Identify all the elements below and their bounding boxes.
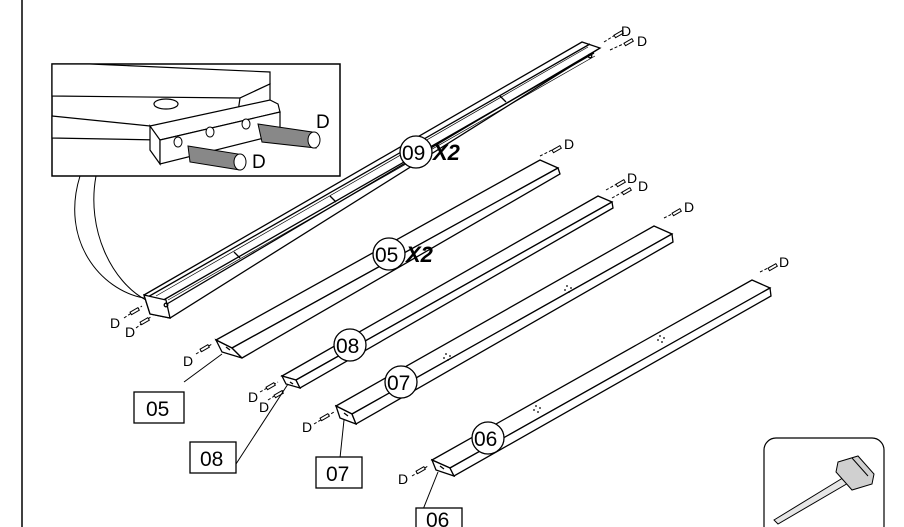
dowel-label: D <box>259 399 269 415</box>
detail-callout-curve <box>74 175 145 299</box>
dowel-label: D <box>627 170 637 186</box>
part-callout-08: 08 <box>333 328 367 362</box>
part-number: 06 <box>474 428 497 451</box>
dowel-label: D <box>302 419 312 435</box>
part-number: 07 <box>387 372 410 395</box>
rail-08 <box>280 195 614 390</box>
part-box-label: 07 <box>326 463 349 486</box>
part-callout-06: 06 <box>471 421 505 455</box>
quantity-label: X2 <box>431 140 461 165</box>
rail-06-holes <box>533 335 665 413</box>
part-box-05: 05 <box>133 391 185 424</box>
part-number: 08 <box>336 335 359 358</box>
detail-label: D <box>316 112 330 133</box>
detail-label: D <box>252 152 266 173</box>
part-box-08: 08 <box>189 441 237 474</box>
dowel-label: D <box>183 353 193 369</box>
part-number: 09 <box>402 142 425 165</box>
dowel-labels: D D D D D D D D D D D D D D <box>110 23 789 487</box>
detail-callout-curve <box>93 175 147 301</box>
part-number: 05 <box>375 244 398 267</box>
detail-dowel <box>257 123 321 149</box>
part-box-label: 05 <box>146 398 169 421</box>
hammer-icon <box>773 455 875 525</box>
dowel-label: D <box>125 324 135 340</box>
dowel-label: D <box>638 178 648 194</box>
dowel-label: D <box>621 23 631 39</box>
dowel-label: D <box>779 254 789 270</box>
part-callout-07: 07 <box>384 365 418 399</box>
dowel-label: D <box>110 315 120 331</box>
dowel-label: D <box>564 136 574 152</box>
part-callout-09: 09 X2 <box>399 135 461 169</box>
part-box-07: 07 <box>315 456 363 489</box>
dowel-label: D <box>398 471 408 487</box>
dowel-label: D <box>637 33 647 49</box>
rail-09 <box>143 41 602 319</box>
dowel-label: D <box>684 199 694 215</box>
dowel-label: D <box>248 389 258 405</box>
leader-lines <box>183 353 439 513</box>
dowel-pins <box>129 29 779 475</box>
detail-dowel <box>187 145 247 171</box>
tool-box <box>763 437 885 527</box>
part-callout-05: 05 X2 <box>372 237 434 271</box>
rail-07 <box>334 225 674 426</box>
part-box-06: 06 <box>415 507 463 527</box>
quantity-label: X2 <box>404 242 434 267</box>
part-box-label: 08 <box>200 448 223 471</box>
rail-07-holes <box>443 285 572 361</box>
rail-06 <box>430 279 772 478</box>
detail-inset: D D <box>51 63 341 177</box>
part-box-label: 06 <box>426 509 449 527</box>
